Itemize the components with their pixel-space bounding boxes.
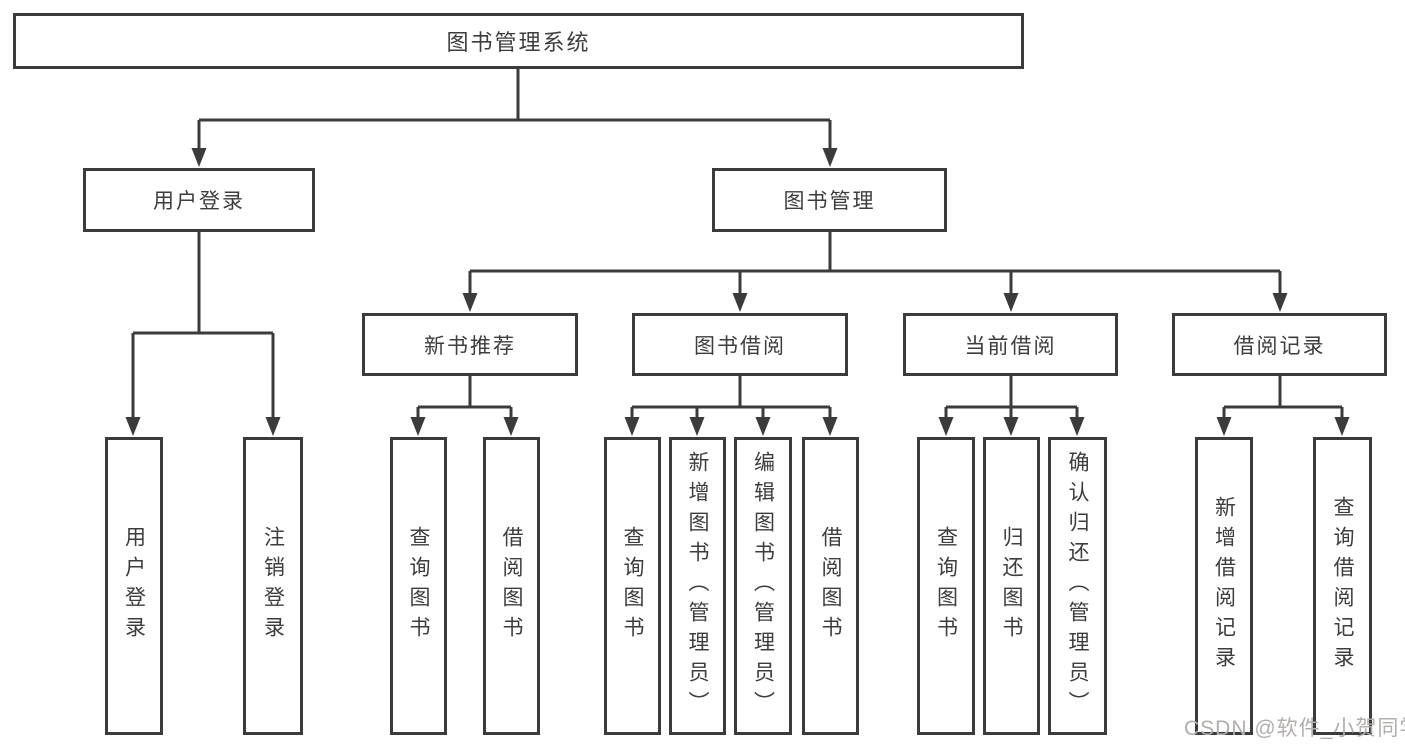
leaf-cb-confirm-return-admin: 确认归还（管理员） — [1048, 437, 1107, 735]
leaf-cb-confirm-return-admin-label: 确认归还（管理员） — [1066, 451, 1089, 721]
leaf-cb-query-books-label: 查询图书 — [934, 526, 958, 646]
node-root: 图书管理系统 — [13, 13, 1024, 69]
leaf-bb-add-books-admin: 新增图书（管理员） — [669, 437, 726, 735]
leaf-logout: 注销登录 — [243, 437, 303, 735]
node-current-borrow-label: 当前借阅 — [964, 334, 1057, 358]
node-root-label: 图书管理系统 — [446, 30, 591, 55]
node-borrow-records-label: 借阅记录 — [1233, 334, 1326, 358]
node-book-management-label: 图书管理 — [783, 190, 876, 213]
node-book-borrow: 图书借阅 — [632, 313, 848, 376]
leaf-cb-return-books: 归还图书 — [983, 437, 1040, 735]
leaf-bb-query-books: 查询图书 — [604, 437, 661, 735]
leaf-logout-label: 注销登录 — [261, 526, 285, 646]
leaf-br-add-record: 新增借阅记录 — [1195, 437, 1253, 735]
leaf-br-add-record-label: 新增借阅记录 — [1212, 496, 1236, 676]
leaf-bb-edit-books-admin-label: 编辑图书（管理员） — [751, 451, 775, 721]
watermark: CSDN @软件_小贺同学 — [1184, 717, 1405, 740]
leaf-bb-borrow-books-label: 借阅图书 — [819, 526, 842, 646]
leaf-nb-query-books-label: 查询图书 — [407, 526, 430, 646]
connector-paths — [131, 69, 1344, 421]
leaf-nb-borrow-books: 借阅图书 — [483, 437, 540, 735]
leaf-br-query-record: 查询借阅记录 — [1313, 437, 1372, 735]
leaf-user-login-label: 用户登录 — [122, 526, 146, 646]
node-book-management: 图书管理 — [712, 168, 947, 232]
leaf-cb-query-books: 查询图书 — [917, 437, 975, 735]
leaf-br-query-record-label: 查询借阅记录 — [1331, 496, 1354, 676]
node-user-login: 用户登录 — [83, 168, 315, 232]
node-borrow-records: 借阅记录 — [1172, 313, 1387, 376]
leaf-bb-edit-books-admin: 编辑图书（管理员） — [734, 437, 792, 735]
node-new-book-recommend-label: 新书推荐 — [424, 334, 516, 358]
leaf-bb-add-books-admin-label: 新增图书（管理员） — [686, 451, 709, 721]
leaf-bb-borrow-books: 借阅图书 — [802, 437, 859, 735]
leaf-nb-borrow-books-label: 借阅图书 — [500, 526, 523, 646]
leaf-bb-query-books-label: 查询图书 — [621, 526, 644, 646]
connector-arrowheads — [125, 148, 1350, 436]
leaf-user-login: 用户登录 — [105, 437, 163, 735]
leaf-nb-query-books: 查询图书 — [390, 437, 447, 735]
leaf-cb-return-books-label: 归还图书 — [1000, 526, 1023, 646]
node-book-borrow-label: 图书借阅 — [694, 334, 786, 358]
node-user-login-label: 用户登录 — [153, 190, 245, 213]
node-current-borrow: 当前借阅 — [903, 313, 1118, 376]
node-new-book-recommend: 新书推荐 — [362, 313, 578, 376]
